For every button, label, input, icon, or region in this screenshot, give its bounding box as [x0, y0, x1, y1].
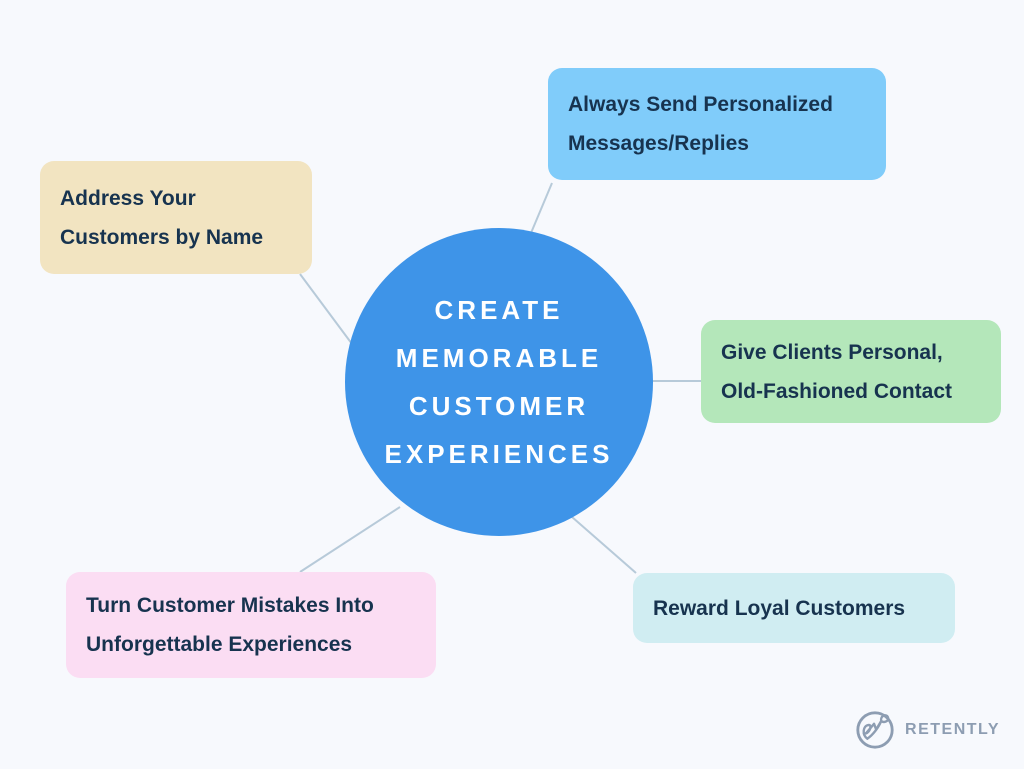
node-text: Turn Customer Mistakes Into [86, 594, 374, 617]
retently-logo: RETENTLY [854, 709, 1000, 751]
connector-address [299, 273, 353, 345]
node-customer-mistakes: Turn Customer Mistakes Into Unforgettabl… [66, 572, 436, 678]
node-text: Customers by Name [60, 225, 264, 249]
connector-mistakes [299, 506, 401, 573]
center-node: CREATE MEMORABLE CUSTOMER EXPERIENCES [345, 228, 653, 536]
center-node-text: EXPERIENCES [384, 439, 614, 469]
retently-logo-text: RETENTLY [905, 721, 1000, 738]
node-text: Address Your [60, 186, 196, 210]
node-personal-contact: Give Clients Personal, Old-Fashioned Con… [701, 320, 1001, 423]
center-node-text: MEMORABLE [395, 343, 603, 373]
node-text: Reward Loyal Customers [653, 596, 906, 620]
node-text: Always Send Personalized [568, 93, 833, 116]
center-node-text: CREATE [434, 295, 564, 325]
connector-reward [571, 516, 637, 574]
node-personalized-messages: Always Send Personalized Messages/Replie… [548, 68, 886, 180]
node-text: Messages/Replies [568, 132, 749, 155]
node-text: Give Clients Personal, [721, 340, 943, 364]
node-text: Old-Fashioned Contact [721, 379, 952, 403]
center-node-text: CUSTOMER [408, 391, 590, 421]
node-address-customers: Address Your Customers by Name [40, 161, 312, 274]
node-reward-loyal: Reward Loyal Customers [633, 573, 955, 643]
retently-logo-icon [856, 711, 894, 749]
node-text: Unforgettable Experiences [86, 633, 353, 656]
connector-messages [530, 182, 553, 234]
